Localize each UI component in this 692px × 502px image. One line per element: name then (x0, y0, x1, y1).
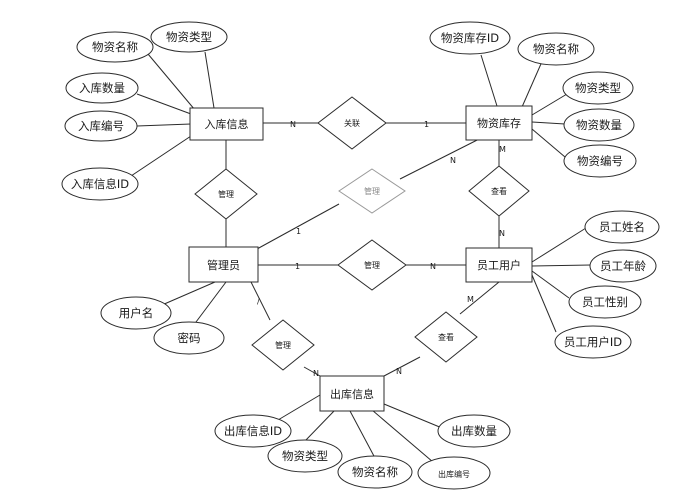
attribute-label: 物资类型 (282, 449, 328, 463)
attribute-label: 员工姓名 (599, 220, 645, 234)
attribute-sf-age[interactable]: 员工年龄 (589, 249, 657, 283)
attribute-out-id[interactable]: 出库信息ID (214, 414, 292, 448)
attribute-out-qty[interactable]: 出库数量 (437, 414, 511, 448)
attribute-sf-name[interactable]: 员工姓名 (584, 210, 660, 244)
attribute-label: 入库信息ID (71, 177, 129, 191)
relationship-label: 查看 (491, 186, 507, 196)
attribute-label: 出库数量 (451, 424, 497, 438)
attribute-label: 员工用户ID (564, 335, 622, 349)
relationship-label: 管理 (218, 189, 234, 199)
relationship-label: 管理 (364, 260, 380, 270)
entity-stock[interactable]: 物资库存 (465, 105, 533, 141)
attribute-out-no[interactable]: 出库编号 (417, 456, 491, 490)
attribute-st-id[interactable]: 物资库存ID (429, 21, 511, 55)
cardinality-link-stock: 1 (424, 120, 429, 129)
cardinality-rel3-staff: N (430, 262, 436, 271)
relationship-label: 查看 (438, 332, 454, 342)
attribute-in-no[interactable]: 入库编号 (64, 110, 138, 142)
relationship-staff-outbound[interactable]: 查看 (414, 311, 478, 363)
attribute-out-type[interactable]: 物资类型 (267, 439, 343, 473)
relationship-staff-stock[interactable]: 查看 (468, 165, 530, 217)
relationship-admin-outbound[interactable]: 管理 (251, 319, 315, 371)
cardinality-stock-view: M (499, 145, 506, 154)
attribute-st-type[interactable]: 物资类型 (562, 71, 634, 105)
relationship-label: 关联 (344, 118, 360, 128)
attribute-in-id[interactable]: 入库信息ID (61, 167, 139, 201)
attribute-label: 物资库存ID (441, 31, 499, 45)
attribute-label: 入库编号 (78, 119, 124, 133)
attribute-label: 员工性别 (582, 295, 628, 309)
entity-label: 员工用户 (477, 258, 521, 272)
cardinality-adminrel-admin: 1 (296, 227, 301, 236)
cardinality-labels: N 1 N 1 M N 1 N / N M N (257, 120, 506, 378)
attribute-label: 物资类型 (575, 81, 621, 95)
entity-label: 出库信息 (330, 387, 374, 401)
cardinality-admin-outrel: / (257, 297, 260, 306)
attribute-label: 员工年龄 (600, 259, 646, 273)
attribute-label: 密码 (178, 331, 201, 345)
attribute-label: 物资类型 (166, 30, 212, 44)
attribute-label: 物资编号 (577, 154, 623, 168)
attribute-label: 物资名称 (92, 40, 138, 54)
attribute-label: 物资名称 (352, 465, 398, 479)
entity-label: 入库信息 (205, 117, 249, 131)
attribute-label: 物资数量 (576, 118, 622, 132)
relationship-admin-stock[interactable]: 管理 (338, 168, 406, 214)
attribute-label: 入库数量 (79, 81, 125, 95)
attribute-label: 用户名 (119, 306, 154, 320)
attribute-ad-user[interactable]: 用户名 (100, 296, 172, 330)
attribute-sf-gender[interactable]: 员工性别 (568, 285, 642, 319)
relationship-admin-inbound[interactable]: 管理 (194, 168, 258, 220)
cardinality-view2-outbound: N (396, 367, 402, 376)
relationship-label: 管理 (275, 340, 291, 350)
cardinality-admin-rel3: 1 (295, 262, 300, 271)
entity-label: 物资库存 (477, 116, 521, 130)
attribute-label: 出库编号 (438, 469, 470, 479)
cardinality-stock-adminrel: N (450, 156, 456, 165)
attribute-connectors (130, 51, 592, 463)
entity-label: 管理员 (207, 258, 240, 272)
entity-inbound[interactable]: 入库信息 (189, 107, 264, 141)
cardinality-view-staff: N (499, 229, 505, 238)
cardinality-inbound-link: N (290, 120, 296, 129)
attribute-label: 出库信息ID (224, 424, 282, 438)
attribute-out-name[interactable]: 物资名称 (337, 455, 413, 489)
entity-outbound[interactable]: 出库信息 (319, 375, 385, 412)
entity-admin[interactable]: 管理员 (188, 246, 259, 283)
cardinality-staff-view2: M (467, 295, 474, 304)
attribute-ad-pwd[interactable]: 密码 (153, 321, 225, 355)
attribute-st-qty[interactable]: 物资数量 (563, 108, 635, 142)
cardinality-outrel-outbound: N (313, 369, 319, 378)
relationship-link[interactable]: 关联 (317, 96, 387, 150)
attribute-st-name[interactable]: 物资名称 (517, 32, 595, 66)
attribute-sf-id[interactable]: 员工用户ID (554, 325, 632, 359)
relationship-admin-staff[interactable]: 管理 (337, 239, 407, 291)
relationship-connectors (225, 122, 500, 377)
attribute-st-no[interactable]: 物资编号 (563, 144, 637, 178)
attribute-label: 物资名称 (533, 42, 579, 56)
attribute-in-type[interactable]: 物资类型 (150, 21, 228, 53)
attribute-in-qty[interactable]: 入库数量 (65, 72, 139, 104)
entity-staff[interactable]: 员工用户 (465, 247, 533, 283)
attribute-in-name[interactable]: 物资名称 (76, 31, 154, 63)
relationship-label: 管理 (364, 186, 380, 196)
